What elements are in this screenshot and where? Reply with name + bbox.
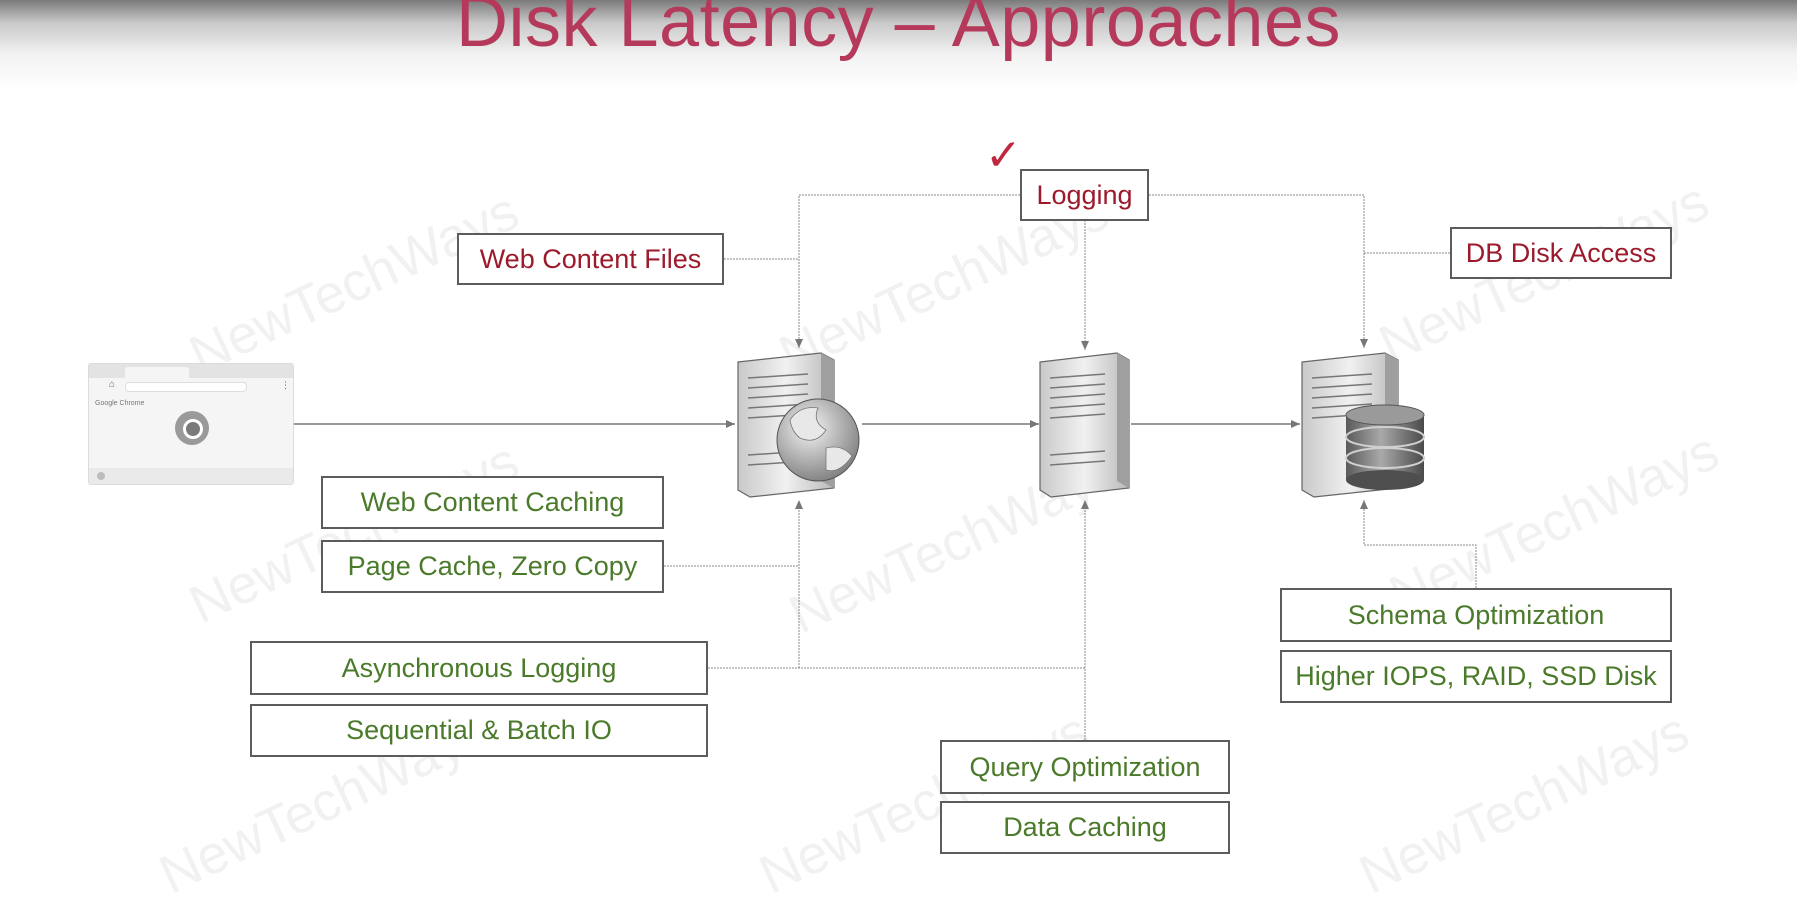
- schema-to-db-line: [1360, 500, 1477, 588]
- web-server-icon: [737, 352, 860, 498]
- higher-iops-box: Higher IOPS, RAID, SSD Disk: [1280, 650, 1672, 703]
- title-bar-shade: [0, 0, 1797, 90]
- data-caching-box: Data Caching: [940, 801, 1230, 854]
- app-server-icon: [1039, 352, 1130, 498]
- status-icon: [97, 472, 105, 480]
- top-connectors: [724, 194, 1450, 350]
- address-bar: [125, 382, 247, 392]
- web-content-caching-box: Web Content Caching: [321, 476, 664, 529]
- slide-title: Disk Latency – Approaches: [455, 0, 1341, 62]
- sequential-batch-io-box: Sequential & Batch IO: [250, 704, 708, 757]
- browser-tab: [125, 367, 189, 378]
- bottom-connectors: [664, 500, 1477, 740]
- browser-status-bar: [89, 468, 293, 484]
- database-server-icon: [1301, 352, 1425, 498]
- database-cylinder-icon: [1345, 404, 1425, 490]
- logging-to-web-line: [795, 194, 1020, 348]
- browser-window: ⌂ ⋮ Google Chrome: [88, 363, 294, 485]
- web-content-files-box: Web Content Files: [457, 233, 724, 285]
- kebab-menu-icon: ⋮: [281, 380, 290, 390]
- check-mark-icon: ✓: [985, 131, 1022, 180]
- chrome-logo-icon: [175, 411, 209, 445]
- browser-label: Google Chrome: [95, 400, 145, 407]
- browser-tab-bar: [89, 364, 293, 378]
- page-cache-zero-copy-box: Page Cache, Zero Copy: [321, 540, 664, 593]
- logging-to-db-line: [1149, 194, 1368, 348]
- home-icon: ⌂: [109, 379, 116, 390]
- schema-optimization-box: Schema Optimization: [1280, 588, 1672, 642]
- db-disk-access-box: DB Disk Access: [1450, 227, 1672, 279]
- logging-box: Logging: [1020, 169, 1149, 221]
- query-optimization-box: Query Optimization: [940, 740, 1230, 794]
- asynchronous-logging-box: Asynchronous Logging: [250, 641, 708, 695]
